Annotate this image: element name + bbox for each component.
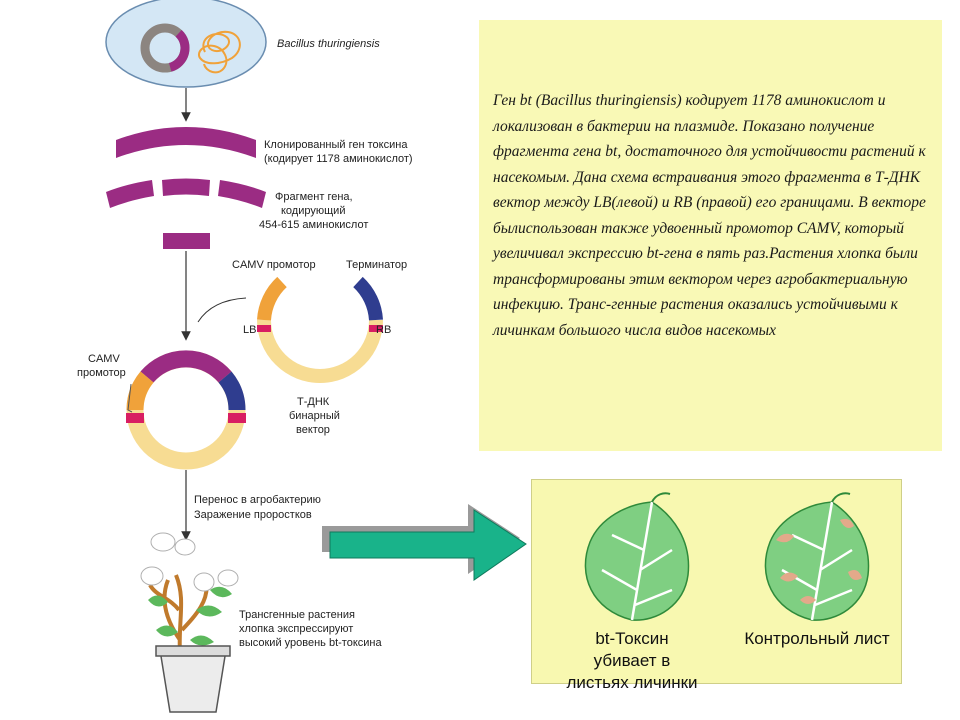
transfer-label-2: Заражение проростков [194,509,312,521]
selected-fragment [163,233,210,249]
cloned-gene-segment [116,127,256,158]
control-leaf-caption: Контрольный лист [744,629,890,648]
recombinant-plasmid [126,350,246,470]
cotton-plant-illustration [140,532,239,713]
leaves-illustration [584,492,870,621]
fragment-label-2: кодирующий [281,205,345,217]
cloned-gene-label-1: Клонированный ген токсина [264,139,408,151]
tdna-label-1: Т-ДНК [297,396,330,408]
fragment-label-3: 454-615 аминокислот [259,219,368,231]
terminator-label: Терминатор [346,259,407,271]
bt-leaf-caption: bt-Токсин убивает в листьях личинки [566,629,698,692]
bt-leaf [584,492,690,621]
camv-promoter-top-label: CAMV промотор [232,259,316,271]
tdna-binary-vector [197,276,383,383]
tdna-label-3: вектор [296,424,330,436]
result-arrow [322,504,527,581]
tdna-label-2: бинарный [289,410,340,422]
rb-label: RB [376,324,391,336]
camv-promoter-left-label-1: CAMV [88,353,120,365]
gene-fragment-right [218,180,266,208]
bacterium [105,0,267,88]
transfer-label-1: Перенос в агробактерию [194,494,321,506]
description-text: Ген bt (Bacillus thuringiensis) кодирует… [493,92,926,339]
cloned-gene-label-2: (кодирует 1178 аминокислот) [264,153,413,165]
plant-label-1: Трансгенные растения [239,609,355,621]
plant-label-3: высокий уровень bt-токсина [239,637,382,649]
plant-label-2: хлопка экспрессируют [239,623,353,635]
lb-label: LB [243,324,256,336]
control-leaf [764,492,870,621]
fragment-label-1: Фрагмент гена, [275,191,353,203]
leaf-comparison-panel: bt-Токсин убивает в листьях личинки Конт… [531,479,902,692]
camv-promoter-left-label-2: промотор [77,367,126,379]
gene-fragment-mid [162,178,210,196]
gene-fragment-left [106,180,154,208]
bacterium-label: Bacillus thuringiensis [277,38,380,50]
description-box: Ген bt (Bacillus thuringiensis) кодирует… [479,20,942,451]
